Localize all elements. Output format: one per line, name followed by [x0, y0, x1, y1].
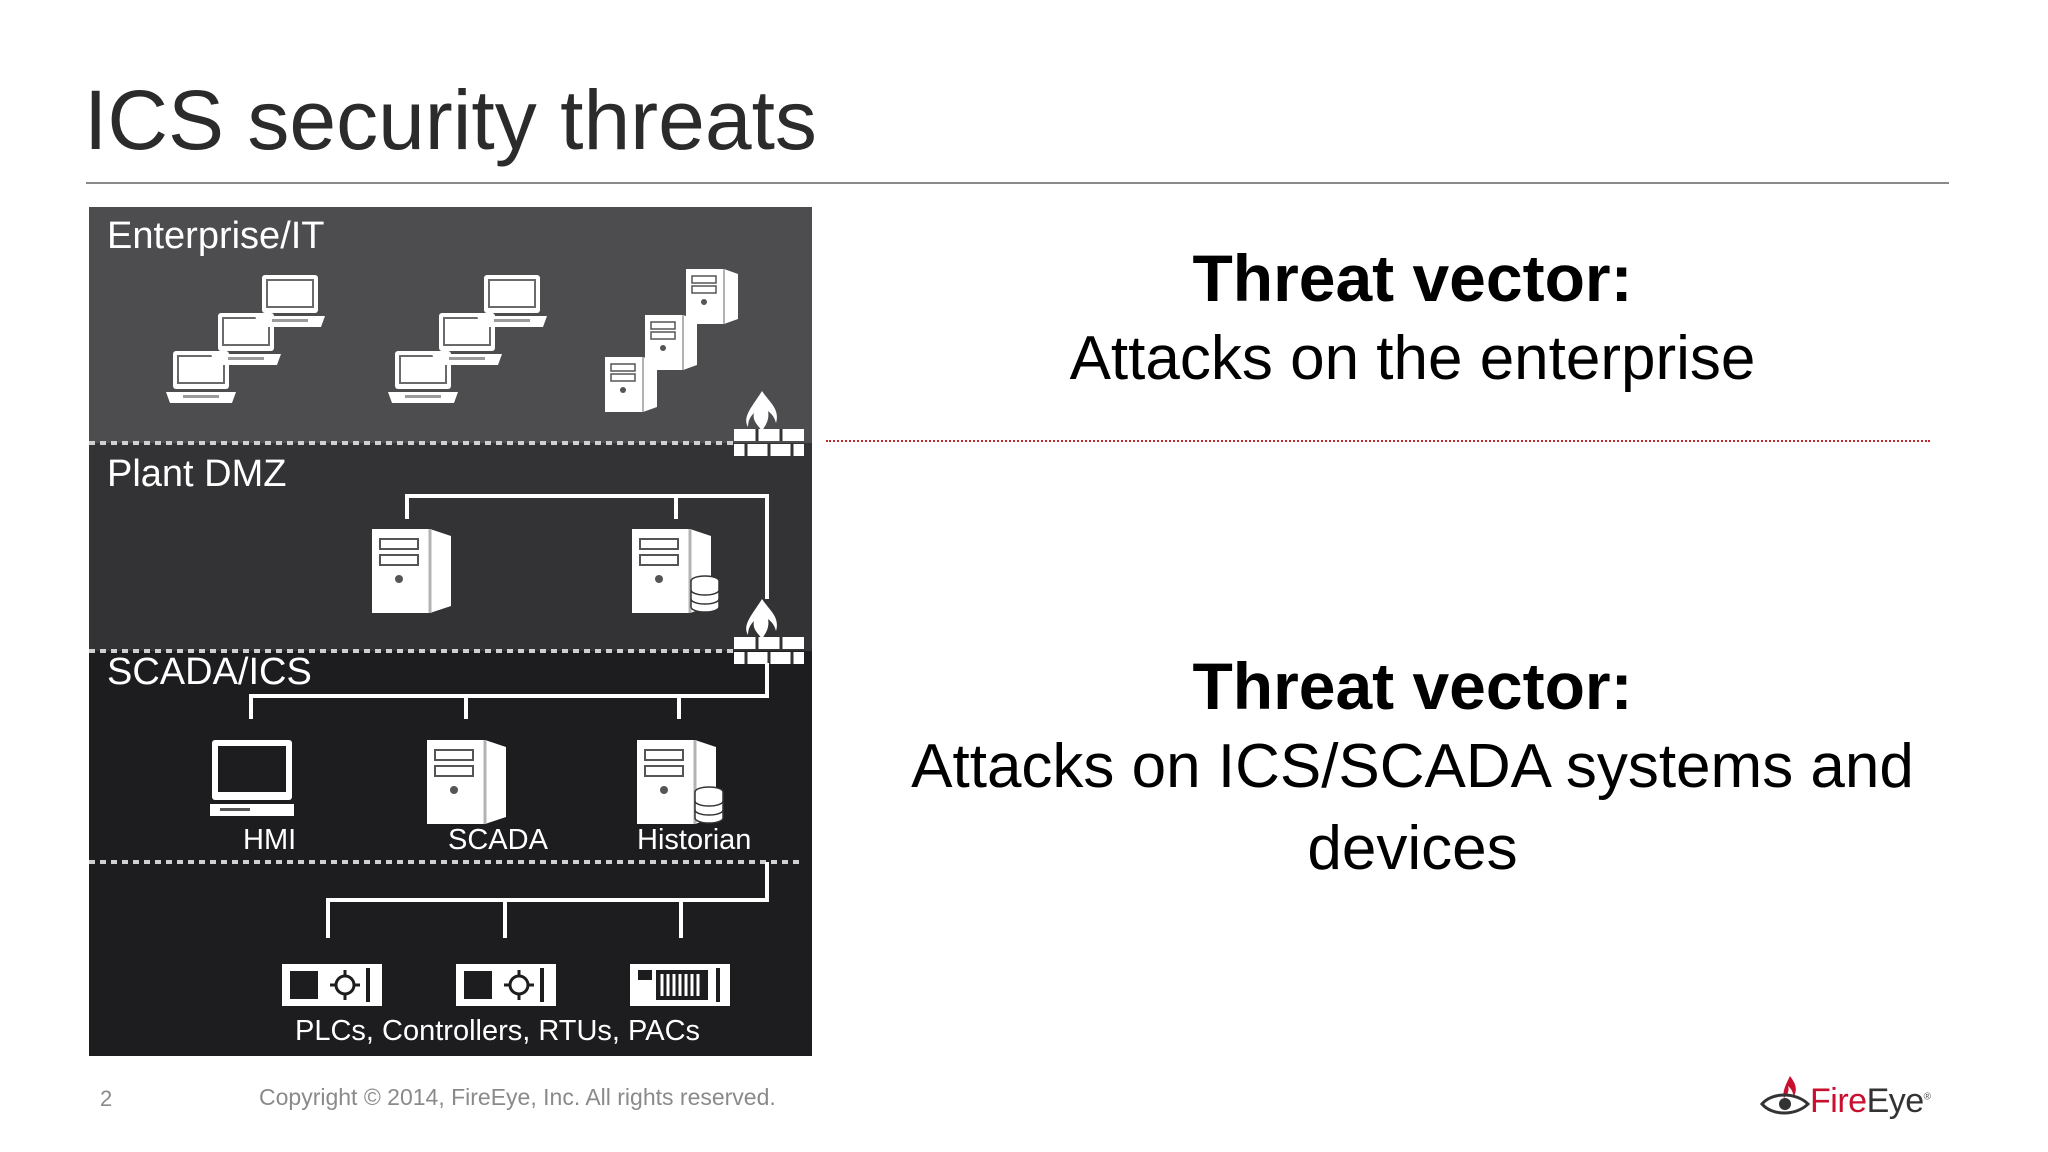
- firewall-icon: [732, 597, 806, 666]
- brand-name-eye: Eye: [1866, 1082, 1925, 1120]
- brand-name-fire: Fire: [1810, 1082, 1867, 1120]
- server-icon: [685, 268, 739, 325]
- threat-divider: [826, 440, 1930, 442]
- node-label-scada: SCADA: [448, 824, 548, 856]
- firewall-icon: [732, 389, 806, 458]
- plc-icon: [280, 962, 384, 1008]
- laptop-icon: [476, 274, 548, 328]
- threat-heading: Threat vector:: [1192, 649, 1633, 723]
- zone-label-scada-ics: SCADA/ICS: [107, 651, 312, 693]
- brand-name: FireEye®: [1810, 1082, 1931, 1121]
- copyright-text: Copyright © 2014, FireEye, Inc. All righ…: [259, 1084, 776, 1110]
- threat-ics: Threat vector: Attacks on ICS/SCADA syst…: [900, 646, 1925, 890]
- node-label-field-devices: PLCs, Controllers, RTUs, PACs: [295, 1015, 701, 1047]
- diagram-artwork: [89, 268, 806, 1008]
- monitor-icon: [210, 740, 294, 816]
- page-number: 2: [100, 1086, 113, 1111]
- database-icon: [690, 575, 720, 613]
- zone-label-plant-dmz: Plant DMZ: [107, 453, 287, 495]
- fireeye-logo: FireEye®: [1760, 1068, 1960, 1124]
- title-divider: [86, 182, 1949, 184]
- eye-flame-icon: [1760, 1076, 1810, 1115]
- threat-description: Attacks on ICS/SCADA systems and devices: [911, 732, 1914, 883]
- plc-icon: [628, 962, 732, 1008]
- plc-icon: [454, 962, 558, 1008]
- slide-title: ICS security threats: [84, 73, 817, 167]
- server-icon: [370, 527, 453, 615]
- threat-enterprise: Threat vector: Attacks on the enterprise: [900, 238, 1925, 400]
- threat-description: Attacks on the enterprise: [1069, 324, 1756, 393]
- zone-label-enterprise: Enterprise/IT: [107, 215, 325, 257]
- node-label-historian: Historian: [637, 824, 752, 856]
- threat-heading: Threat vector:: [1192, 241, 1633, 315]
- laptop-icon: [254, 274, 326, 328]
- brand-trademark: ®: [1923, 1091, 1931, 1103]
- node-label-hmi: HMI: [243, 824, 297, 856]
- network-diagram: Enterprise/IT Plant DMZ SCADA/ICS HMI SC…: [89, 207, 812, 1056]
- database-icon: [694, 786, 724, 824]
- server-icon: [425, 738, 508, 826]
